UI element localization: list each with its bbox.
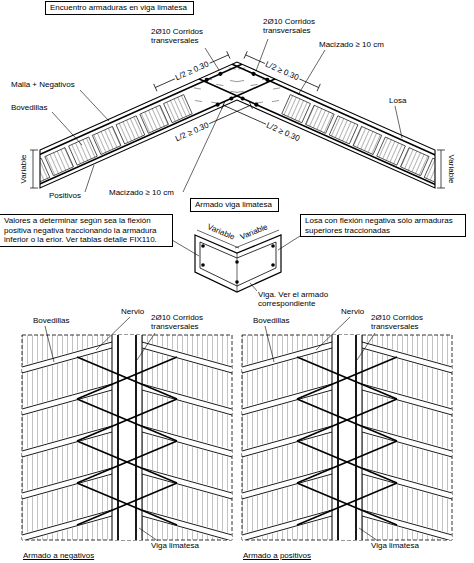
dimension: Variable [19, 154, 28, 185]
part-label: Viga limatesa [150, 541, 200, 550]
note-label: Macizado ≥ 10 cm [108, 188, 175, 197]
view-title: Armado a negativos [22, 551, 95, 560]
rebar-label: 2Ø10 Corridos transversales [150, 27, 214, 45]
note-label: Macizado ≥ 10 cm [318, 40, 385, 49]
dimension: Variable [238, 222, 270, 242]
note-box: Valores a determinar según sea la flexió… [0, 214, 173, 247]
rebar-label: Positivos [48, 191, 82, 200]
part-label: Viga limatesa [370, 541, 420, 550]
part-label: Losa [388, 96, 407, 105]
dimension: Variable [446, 154, 455, 185]
part-label: Viga. Ver el armado correspondiente [257, 290, 349, 308]
rebar-label: 2Ø10 Corridos transversales [370, 313, 434, 331]
box-text: Valores a determinar según sea la flexió… [4, 216, 168, 245]
rebar-label: 2Ø10 Corridos transversales [262, 17, 326, 35]
box-text: Losa con flexión negativa sólo armaduras… [305, 216, 461, 235]
part-label: Bovedillas [252, 316, 290, 325]
part-label: Nervio [120, 307, 145, 316]
box-text: Armado viga limatesa [195, 200, 272, 210]
rebar-label: Malla + Negativos [10, 80, 76, 89]
part-label: Bovedillas [10, 103, 48, 112]
rebar-label: 2Ø10 Corridos transversales [150, 313, 214, 331]
note-box: Losa con flexión negativa sólo armaduras… [300, 214, 466, 237]
part-label: Bovedillas [32, 316, 70, 325]
box-text: Encuentro armaduras en viga limatesa [50, 3, 187, 13]
dimension: Variable [205, 222, 237, 243]
section-title-box: Armado viga limatesa [190, 198, 279, 212]
title-box: Encuentro armaduras en viga limatesa [45, 1, 194, 15]
view-title: Armado a positivos [242, 551, 312, 560]
part-label: Nervio [340, 307, 365, 316]
